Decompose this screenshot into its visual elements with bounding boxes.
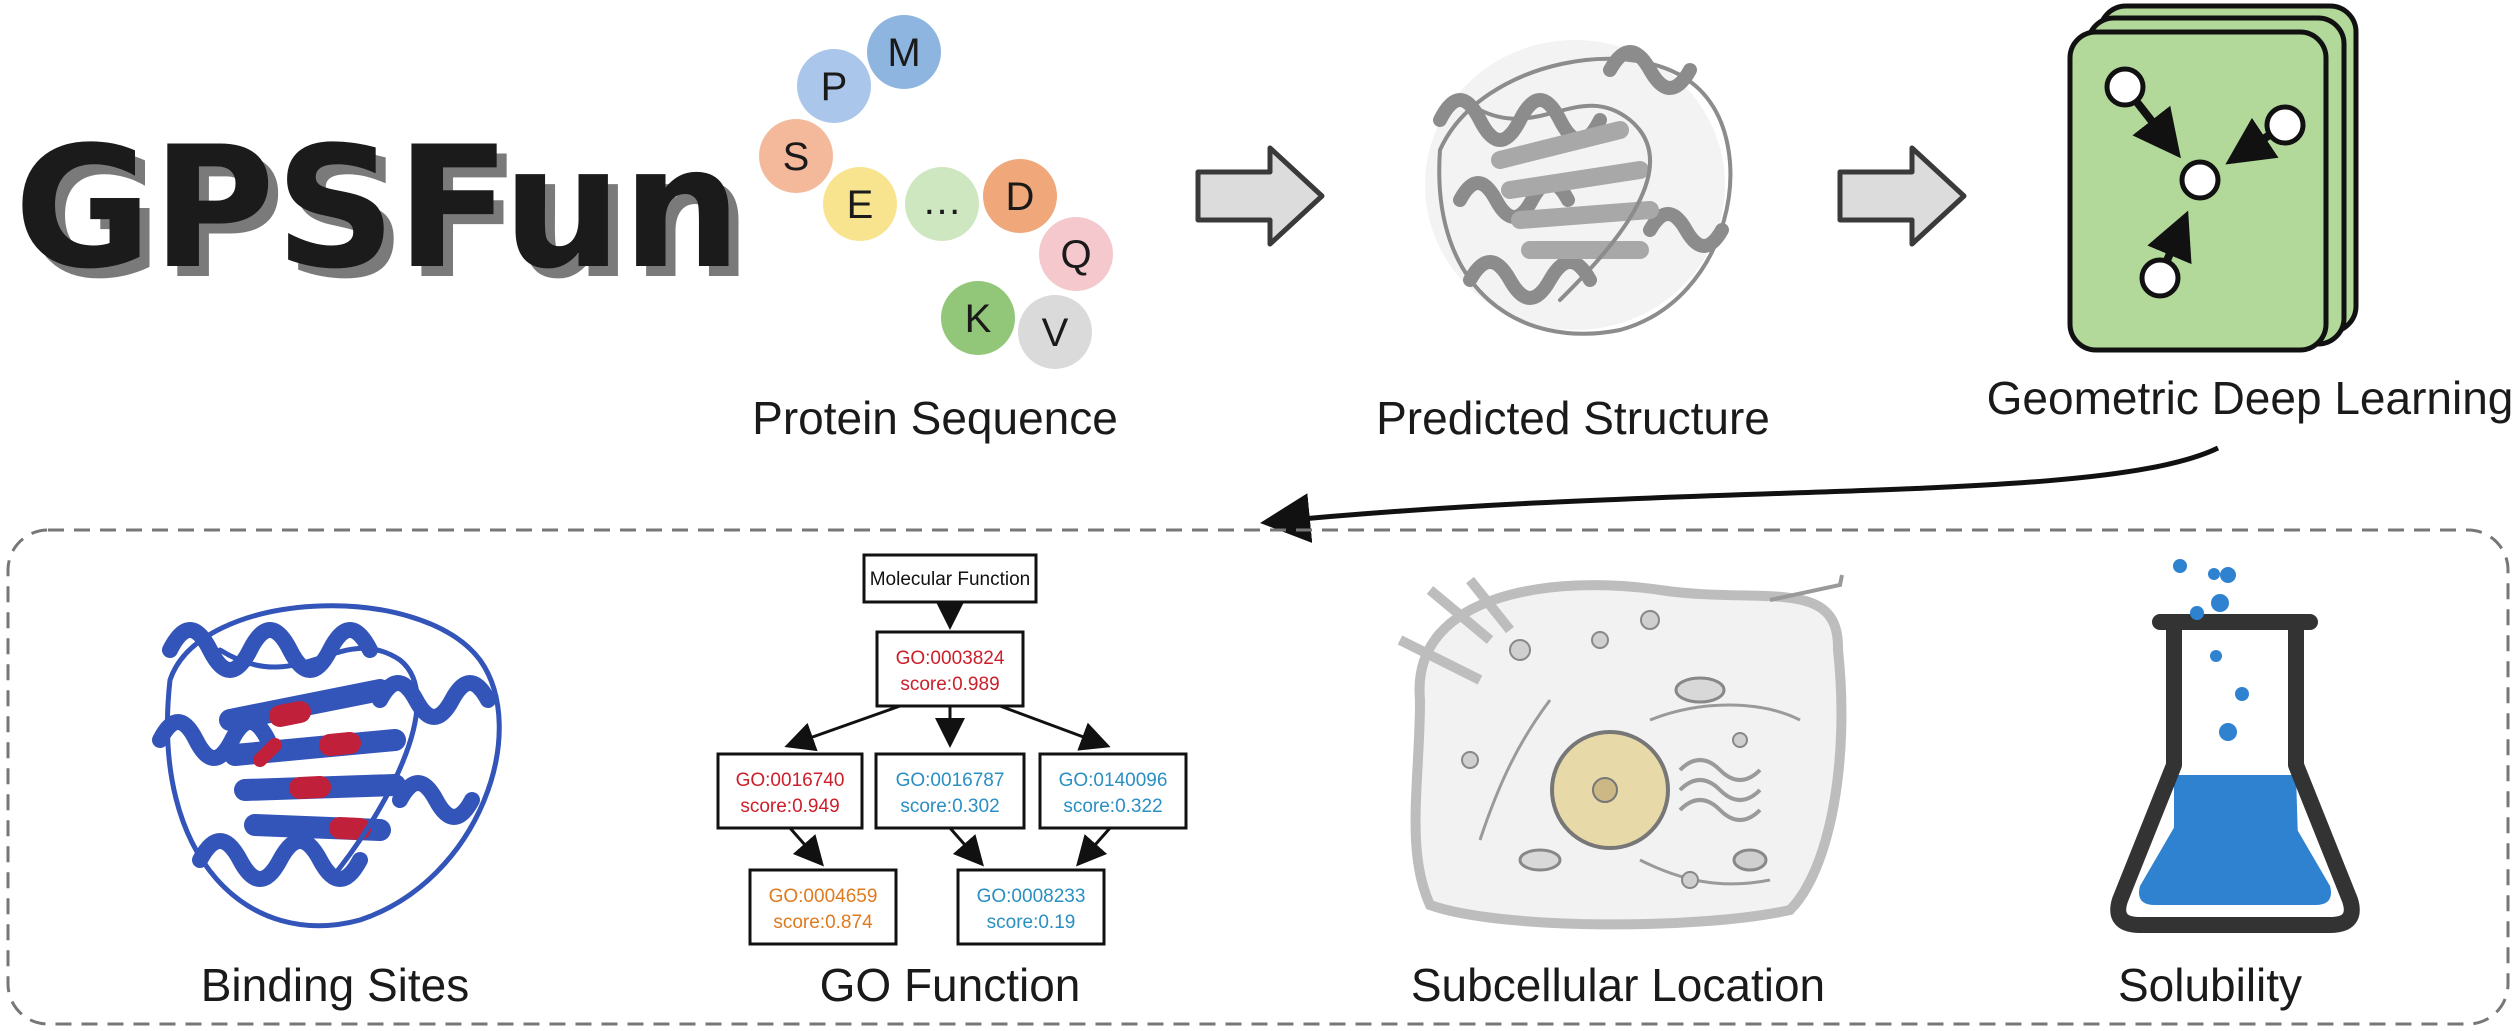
predicted-structure-label: Predicted Structure bbox=[1376, 392, 1770, 444]
binding-sites-graphic bbox=[152, 603, 502, 929]
geometric-deep-learning-graphic bbox=[2067, 3, 2359, 353]
go-root-label: Molecular Function bbox=[870, 569, 1031, 590]
protein-sequence-label: Protein Sequence bbox=[752, 392, 1118, 444]
go-node-0008233 bbox=[956, 868, 1106, 946]
residue-p: P bbox=[821, 65, 848, 109]
go-root-node bbox=[862, 553, 1038, 604]
logo: GPSFun GPSFun bbox=[14, 110, 752, 316]
residue-s: S bbox=[783, 135, 810, 179]
go-function-label: GO Function bbox=[820, 959, 1081, 1011]
logo-shadow: GPSFun bbox=[24, 120, 752, 316]
subcellular-location-label: Subcellular Location bbox=[1411, 959, 1825, 1011]
go-node-0016787 bbox=[874, 752, 1026, 830]
go-node-0004659 bbox=[748, 868, 898, 946]
go-node-0016740-score: score:0.949 bbox=[740, 796, 839, 817]
residue-ellipsis: … bbox=[922, 179, 962, 223]
residue-q: Q bbox=[1060, 233, 1091, 277]
protein-sequence-graphic: P M S E … D Q K V bbox=[759, 15, 1113, 369]
residue-bubble-p bbox=[797, 49, 871, 123]
go-node-0016787-id: GO:0016787 bbox=[896, 770, 1005, 791]
go-node-0004659-id: GO:0004659 bbox=[769, 886, 878, 907]
residue-bubble-e bbox=[823, 167, 897, 241]
gdl-to-outputs-arrow bbox=[1260, 445, 2220, 543]
go-node-0016740-id: GO:0016740 bbox=[736, 770, 845, 791]
pipeline-arrow-1 bbox=[1195, 145, 1325, 247]
flask-icon bbox=[2110, 559, 2360, 933]
graph-node bbox=[2264, 104, 2306, 146]
go-node-0140096-id: GO:0140096 bbox=[1059, 770, 1168, 791]
graph-node bbox=[2104, 66, 2146, 108]
pipeline-arrow-2 bbox=[1837, 145, 1967, 247]
go-node-0008233-score: score:0.19 bbox=[987, 912, 1076, 933]
graph-node bbox=[2179, 159, 2221, 201]
graph-node bbox=[2139, 257, 2181, 299]
residue-bubble-v bbox=[1018, 295, 1092, 369]
go-node-0003824 bbox=[875, 630, 1025, 708]
go-node-0003824-score: score:0.989 bbox=[900, 674, 999, 695]
residue-v: V bbox=[1042, 311, 1069, 355]
residue-bubble-s bbox=[759, 119, 833, 193]
predicted-structure-graphic bbox=[1425, 40, 1733, 336]
residue-d: D bbox=[1006, 175, 1035, 219]
go-node-0004659-score: score:0.874 bbox=[773, 912, 873, 933]
go-tree: Molecular Function GO:0003824 score:0.98… bbox=[716, 553, 1188, 946]
cell-graphic bbox=[1397, 574, 1847, 930]
residue-bubble-k bbox=[941, 281, 1015, 355]
solubility-label: Solubility bbox=[2118, 959, 2302, 1011]
go-node-0003824-id: GO:0003824 bbox=[896, 648, 1005, 669]
go-node-0008233-id: GO:0008233 bbox=[977, 886, 1086, 907]
go-node-0140096 bbox=[1038, 752, 1188, 830]
outputs-panel bbox=[6, 528, 2510, 1026]
residue-bubble-m bbox=[867, 15, 941, 89]
residue-bubble-q bbox=[1039, 217, 1113, 291]
residue-m: M bbox=[887, 31, 920, 75]
go-node-0016740 bbox=[716, 752, 864, 830]
residue-k: K bbox=[965, 297, 992, 341]
logo-text: GPSFun bbox=[14, 110, 742, 306]
residue-bubble-ellipsis bbox=[905, 167, 979, 241]
residue-bubble-d bbox=[983, 159, 1057, 233]
residue-e: E bbox=[847, 183, 874, 227]
binding-sites-label: Binding Sites bbox=[201, 959, 470, 1011]
go-node-0016787-score: score:0.302 bbox=[900, 796, 999, 817]
go-node-0140096-score: score:0.322 bbox=[1063, 796, 1162, 817]
geometric-deep-learning-label: Geometric Deep Learning bbox=[1987, 372, 2514, 424]
